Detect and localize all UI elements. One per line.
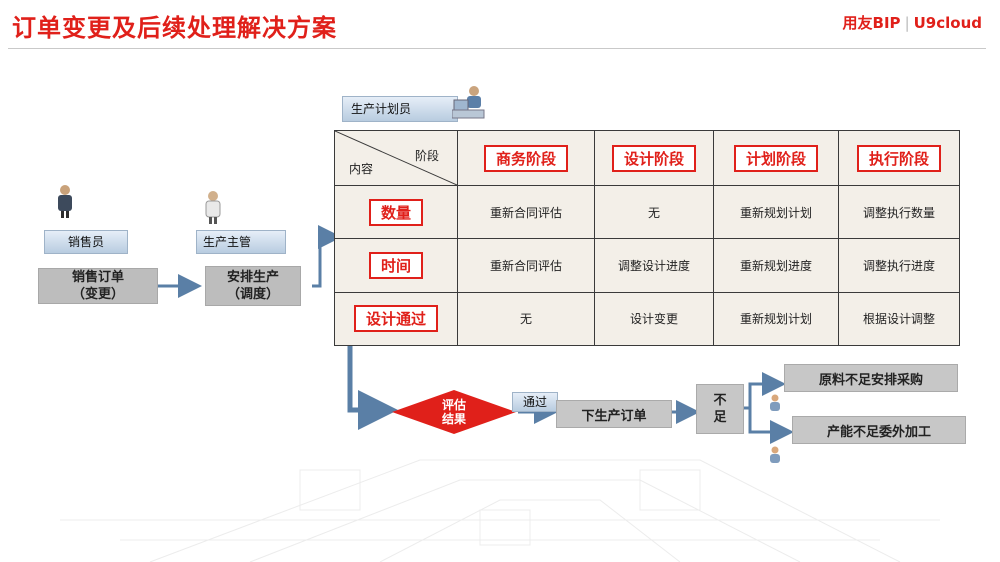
pass-tag: 通过: [512, 392, 558, 412]
stage-header-design: 设计阶段: [611, 144, 696, 172]
brand-u9cloud: U9cloud: [913, 14, 982, 32]
matrix-cell: 调整执行数量: [838, 184, 960, 240]
row-label-quantity: 数量: [368, 198, 423, 226]
matrix-cell: 重新规划计划: [713, 184, 839, 240]
background-decoration: [60, 459, 940, 562]
role-tag-planner: 生产计划员: [342, 96, 458, 122]
stage-header-cell: 执行阶段: [838, 130, 960, 186]
matrix-cell: 无: [457, 291, 595, 347]
matrix-cell: 重新规划计划: [713, 291, 839, 347]
stage-header-cell: 商务阶段: [457, 130, 595, 186]
material-shortage-box: 原料不足安排采购: [784, 364, 958, 392]
row-label-cell: 设计通过: [334, 291, 458, 347]
row-label-time: 时间: [368, 251, 423, 279]
person-icon: [770, 394, 780, 411]
matrix-cell: 重新合同评估: [457, 238, 595, 293]
planner-desk-icon: [452, 86, 485, 119]
stage-header-execute: 执行阶段: [856, 144, 941, 172]
matrix-cell: 调整设计进度: [594, 238, 714, 293]
brand-yonyou: 用友BIP: [842, 14, 901, 32]
brand-logo: 用友BIP|U9cloud: [843, 12, 982, 33]
matrix-cell: 无: [594, 184, 714, 240]
row-label-design-approval: 设计通过: [353, 305, 438, 333]
stage-header-cell: 设计阶段: [594, 130, 714, 186]
corner-content-label: 内容: [349, 162, 374, 176]
production-manager-figure-icon: [205, 191, 221, 224]
page-title: 订单变更及后续处理解决方案: [12, 14, 337, 42]
arrange-production-box: 安排生产 （调度）: [205, 266, 301, 306]
row-label-cell: 时间: [334, 238, 458, 293]
header-divider: [8, 48, 986, 49]
person-icon: [770, 446, 780, 463]
change-handling-matrix: 阶段 内容 商务阶段 设计阶段 计划阶段 执行阶段 数量 重新合同评估 无 重新…: [334, 130, 960, 347]
stage-header-business: 商务阶段: [483, 144, 568, 172]
insufficient-box: 不 足: [696, 384, 744, 434]
corner-diagonal: [335, 131, 457, 185]
matrix-cell: 设计变更: [594, 291, 714, 347]
role-tag-production-manager: 生产主管: [196, 230, 286, 254]
brand-separator: |: [904, 14, 910, 32]
matrix-cell: 重新规划进度: [713, 238, 839, 293]
evaluation-result-label: 评估 结果: [441, 398, 466, 426]
matrix-corner-cell: 阶段 内容: [334, 130, 458, 186]
matrix-row-time: 时间 重新合同评估 调整设计进度 重新规划进度 调整执行进度: [334, 238, 960, 293]
salesperson-figure-icon: [58, 185, 72, 218]
sales-order-change-box: 销售订单 （变更）: [38, 268, 158, 304]
matrix-row-quantity: 数量 重新合同评估 无 重新规划计划 调整执行数量: [334, 184, 960, 240]
release-production-order-box: 下生产订单: [556, 400, 672, 428]
matrix-row-design-approval: 设计通过 无 设计变更 重新规划计划 根据设计调整: [334, 291, 960, 347]
stage-header-plan: 计划阶段: [733, 144, 818, 172]
role-tag-sales: 销售员: [44, 230, 128, 254]
corner-stage-label: 阶段: [414, 149, 439, 163]
stage-header-cell: 计划阶段: [713, 130, 839, 186]
capacity-shortage-box: 产能不足委外加工: [792, 416, 966, 444]
matrix-cell: 根据设计调整: [838, 291, 960, 347]
matrix-cell: 调整执行进度: [838, 238, 960, 293]
matrix-cell: 重新合同评估: [457, 184, 595, 240]
row-label-cell: 数量: [334, 184, 458, 240]
